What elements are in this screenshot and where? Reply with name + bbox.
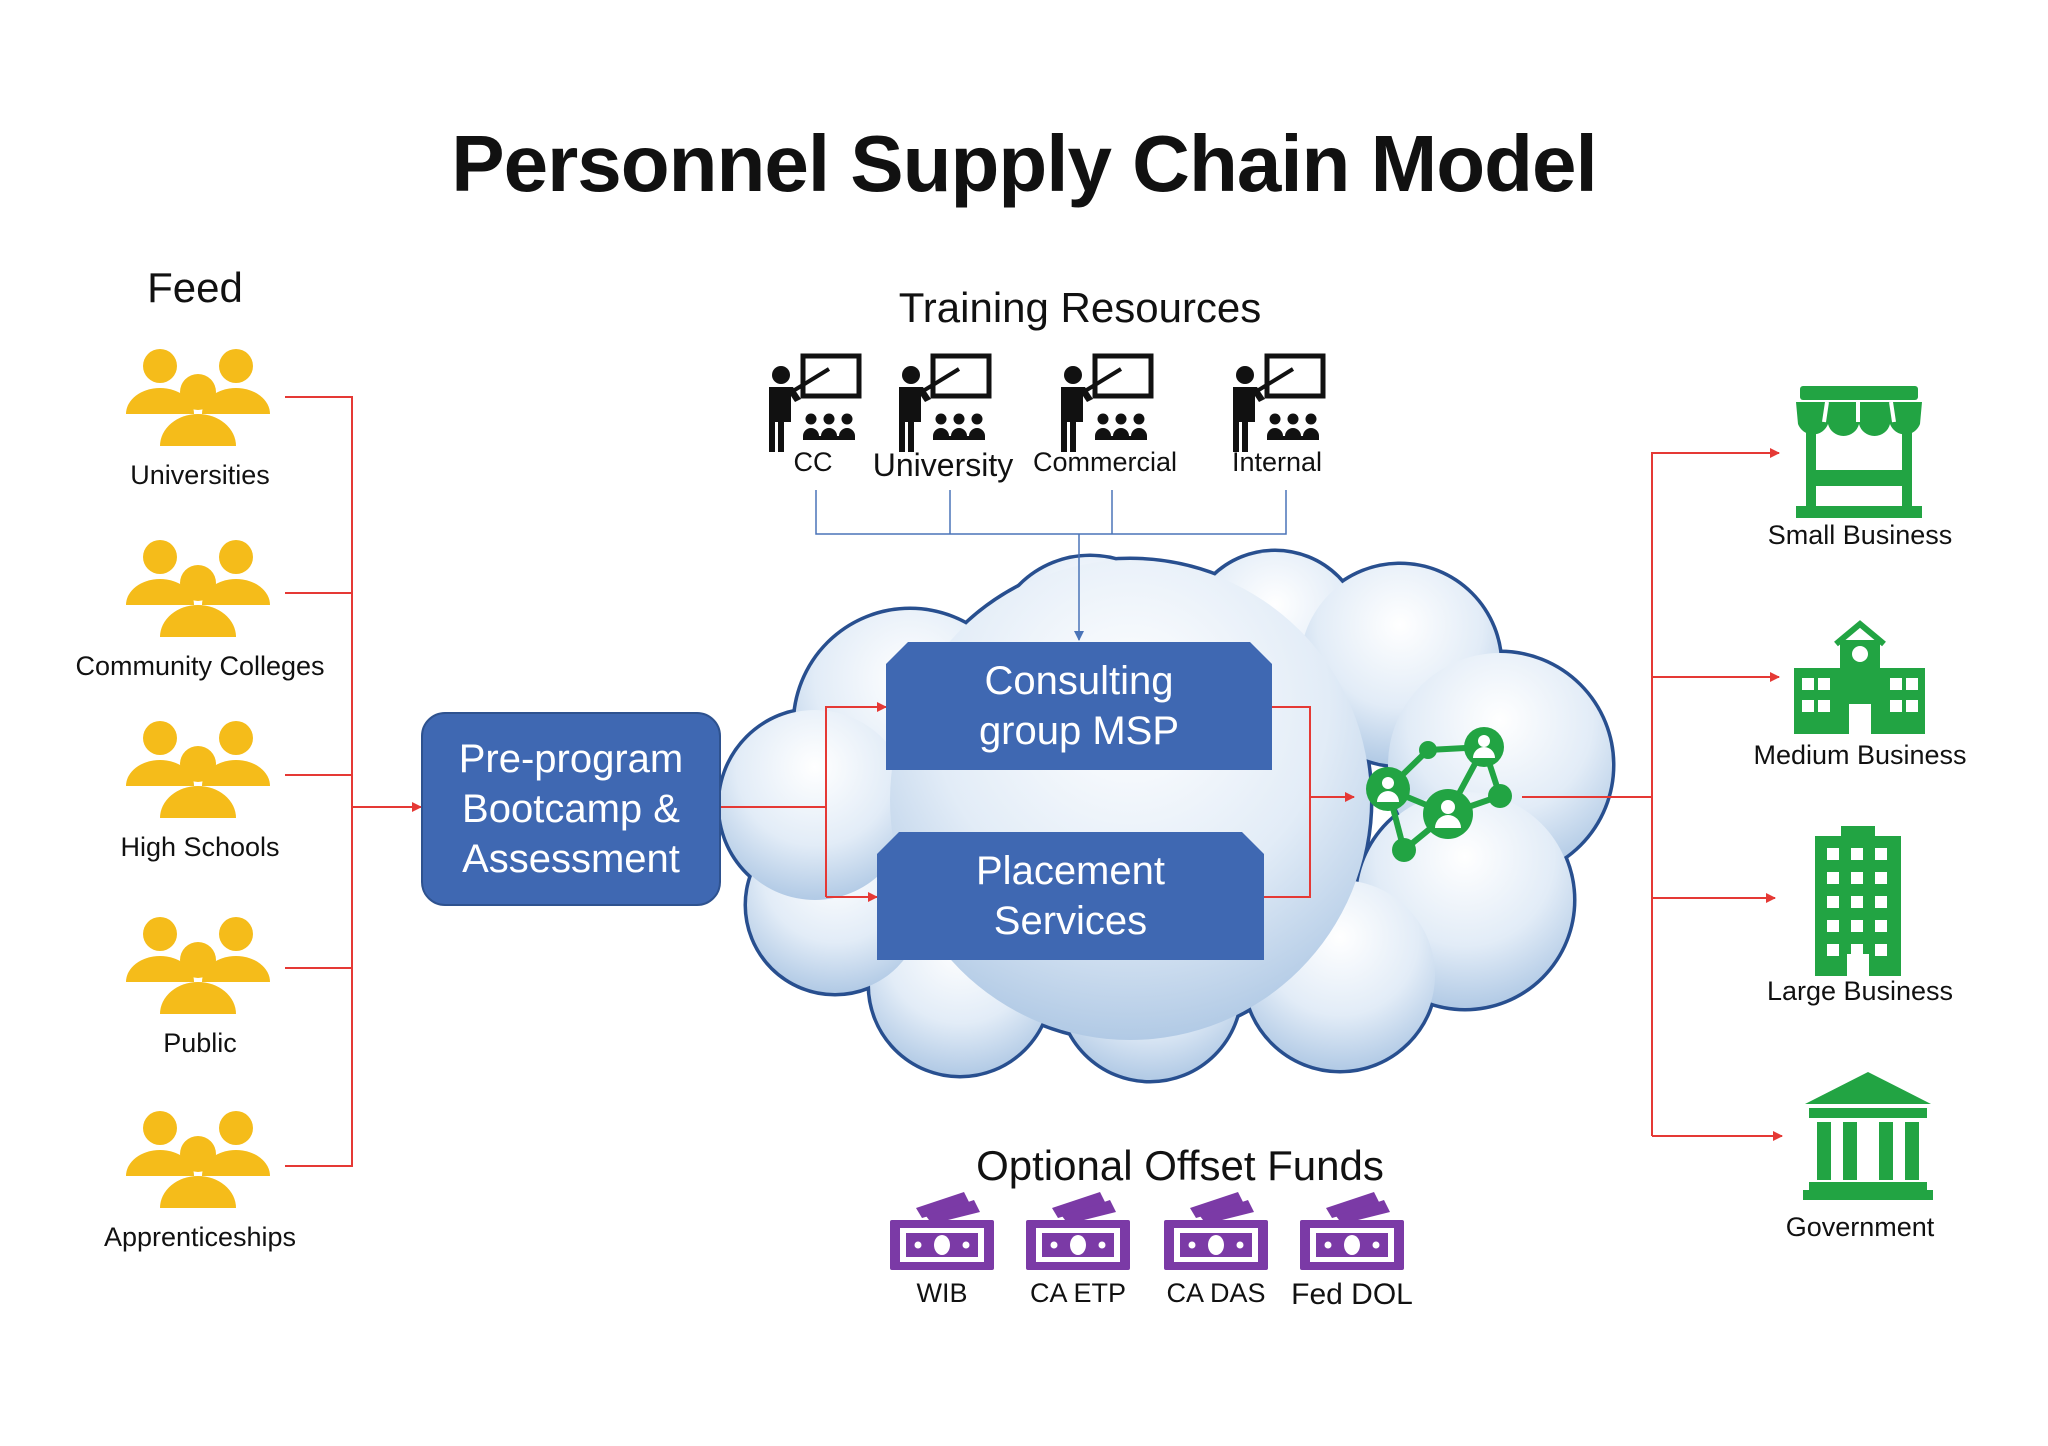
process-to-network-connectors	[1264, 706, 1355, 898]
bootcamp-box: Pre-program Bootcamp & Assessment	[421, 712, 721, 906]
feed-item-public	[110, 888, 285, 1038]
fund-item-ca-etp	[1020, 1186, 1136, 1278]
school-building-icon	[1792, 620, 1927, 740]
training-heading: Training Resources	[898, 284, 1262, 331]
output-item-small-business	[1780, 368, 1940, 523]
feed-item-high-schools-label: High Schools	[120, 832, 280, 862]
feed-item-community-colleges	[110, 511, 285, 661]
training-item-cc	[758, 345, 868, 452]
feed-item-universities	[110, 320, 285, 470]
fund-item-wib-label: WIB	[916, 1278, 968, 1308]
people-group-icon	[118, 533, 278, 648]
output-connectors	[1522, 448, 1783, 1141]
training-item-university-label: University	[872, 447, 1014, 483]
people-group-icon	[118, 342, 278, 457]
page-title: Personnel Supply Chain Model	[451, 119, 1597, 208]
cash-icon	[1022, 1190, 1132, 1277]
placement-services-label: Placement Services	[976, 849, 1165, 943]
feed-connectors	[280, 396, 422, 1167]
output-item-large-business	[1778, 812, 1938, 992]
people-group-icon	[118, 1104, 278, 1219]
output-item-medium-business-label: Medium Business	[1753, 740, 1967, 770]
output-item-medium-business	[1780, 612, 1940, 742]
bootcamp-label: Pre-program Bootcamp & Assessment	[458, 737, 684, 881]
training-item-internal	[1222, 345, 1332, 452]
teacher-class-icon	[1227, 351, 1327, 461]
placement-services-box: Placement Services	[877, 832, 1264, 960]
output-item-government-label: Government	[1785, 1212, 1935, 1242]
training-item-cc-label: CC	[793, 447, 833, 477]
storefront-icon	[1794, 384, 1924, 524]
output-item-government	[1785, 1048, 1950, 1213]
output-item-large-business-label: Large Business	[1766, 976, 1954, 1006]
fund-item-wib	[884, 1186, 1000, 1278]
output-item-small-business-label: Small Business	[1767, 520, 1953, 550]
training-item-commercial	[1050, 345, 1160, 452]
feed-item-community-colleges-label: Community Colleges	[75, 651, 325, 681]
cash-icon	[1160, 1190, 1270, 1277]
government-building-icon	[1803, 1070, 1933, 1205]
cash-icon	[1296, 1190, 1406, 1277]
fund-item-ca-etp-label: CA ETP	[1029, 1278, 1127, 1308]
cash-icon	[886, 1190, 996, 1277]
training-item-university	[888, 345, 998, 452]
fund-item-ca-das-label: CA DAS	[1166, 1278, 1266, 1308]
funds-heading: Optional Offset Funds	[976, 1142, 1384, 1189]
fund-item-ca-das	[1158, 1186, 1274, 1278]
consulting-msp-box: Consulting group MSP	[886, 642, 1272, 770]
training-item-commercial-label: Commercial	[1032, 447, 1178, 477]
training-connectors	[815, 490, 1287, 641]
people-network-icon	[1366, 727, 1512, 862]
feed-item-universities-label: Universities	[130, 460, 270, 490]
feed-item-apprenticeships	[110, 1082, 285, 1232]
teacher-class-icon	[763, 351, 863, 461]
teacher-class-icon	[893, 351, 993, 461]
training-item-internal-label: Internal	[1231, 447, 1323, 477]
people-group-icon	[118, 910, 278, 1025]
office-tower-icon	[1813, 826, 1903, 981]
feed-item-high-schools	[110, 692, 285, 842]
fund-item-fed-dol-label: Fed DOL	[1291, 1278, 1413, 1311]
feed-item-public-label: Public	[163, 1028, 237, 1058]
teacher-class-icon	[1055, 351, 1155, 461]
consulting-msp-label: Consulting group MSP	[978, 659, 1180, 753]
people-group-icon	[118, 714, 278, 829]
bootcamp-connectors	[717, 702, 887, 902]
feed-item-apprenticeships-label: Apprenticeships	[103, 1222, 297, 1252]
feed-heading: Feed	[147, 264, 243, 311]
fund-item-fed-dol	[1294, 1186, 1410, 1278]
